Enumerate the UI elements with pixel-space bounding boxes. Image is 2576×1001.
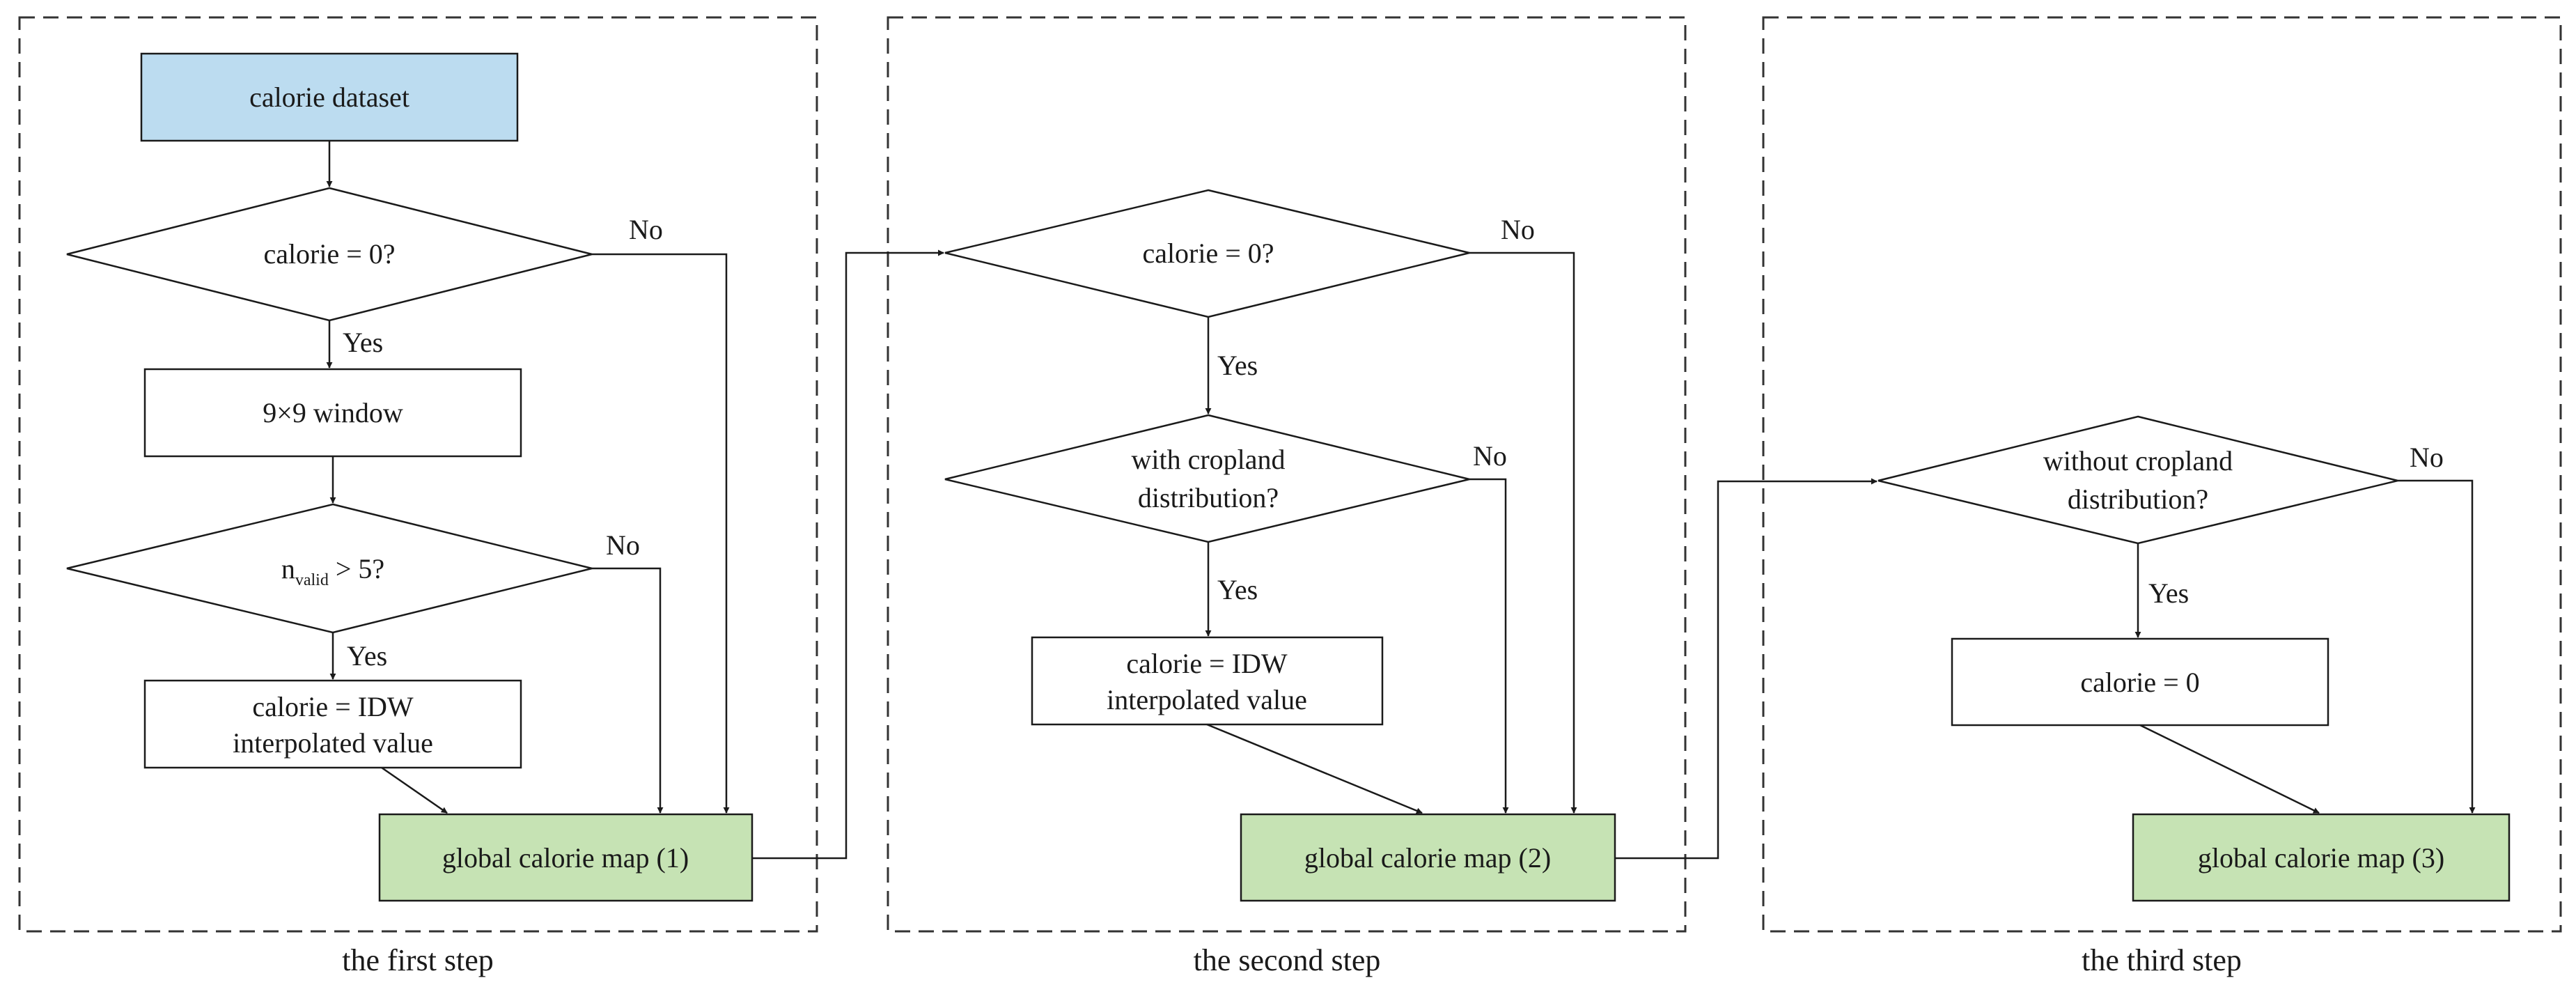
step1-zero-decision-label: calorie = 0? xyxy=(263,238,395,270)
step2-result-box xyxy=(1240,813,1616,902)
step1-frame xyxy=(18,16,818,933)
step2-edge-zero-no xyxy=(1469,251,1577,814)
step2-zero-decision-label: calorie = 0? xyxy=(1142,238,1274,269)
edge-step1-to-step2 xyxy=(752,249,944,860)
step1-edge-idw-to-result xyxy=(381,766,448,814)
step1-result-box xyxy=(378,813,754,902)
step1-nvalid-tail: > 5? xyxy=(329,553,384,584)
step1-no-label-2: No xyxy=(606,529,640,561)
step1-edge-zero-no xyxy=(592,253,730,814)
step3-crop-line1: without cropland xyxy=(2043,445,2233,476)
step3-caption: the third step xyxy=(2082,943,2242,977)
step1-window-label: 9×9 window xyxy=(263,397,403,428)
step2-idw-line2: interpolated value xyxy=(1107,684,1307,715)
step2-caption: the second step xyxy=(1194,943,1381,977)
step3-crop-line2: distribution? xyxy=(2068,483,2208,515)
step2-edge-idw-to-result xyxy=(1206,723,1423,814)
step1-idw-line1: calorie = IDW xyxy=(252,691,414,722)
step1-nvalid-main: n xyxy=(281,553,295,584)
step3-yes-label-1: Yes xyxy=(2148,577,2189,609)
step2-frame xyxy=(887,16,1687,933)
step3-no-label-1: No xyxy=(2410,442,2444,473)
step3-crop-decision xyxy=(1878,415,2398,545)
step1-edge-nvalid-no xyxy=(592,567,664,814)
step2-crop-line2: distribution? xyxy=(1138,482,1279,513)
step3-edge-crop-no xyxy=(2398,479,2476,814)
step1-idw-line2: interpolated value xyxy=(233,727,433,759)
step2-crop-decision xyxy=(944,414,1470,543)
step1-no-label-1: No xyxy=(629,214,663,245)
step2-no-label-1: No xyxy=(1501,214,1535,245)
step1-nvalid-decision-label: nvalid > 5? xyxy=(281,553,384,589)
step3-result-label: global calorie map (3) xyxy=(2198,842,2444,874)
step3-frame xyxy=(1762,16,2562,933)
step3-zero-box xyxy=(1951,637,2329,727)
step1-dataset-label: calorie dataset xyxy=(249,82,409,113)
step2-yes-label-2: Yes xyxy=(1217,574,1258,605)
edge-step2-to-step3 xyxy=(1615,478,1878,860)
step3-edge-zero-to-result xyxy=(2139,724,2320,814)
step2-idw-line1: calorie = IDW xyxy=(1126,648,1288,679)
step1-window-box xyxy=(143,368,522,458)
step2-crop-line1: with cropland xyxy=(1131,444,1285,475)
step3-zero-label: calorie = 0 xyxy=(2080,667,2199,698)
step2-result-label: global calorie map (2) xyxy=(1304,842,1551,874)
step2-no-label-2: No xyxy=(1473,440,1507,472)
step1-caption: the first step xyxy=(342,943,494,977)
step3-result-box xyxy=(2132,813,2511,902)
step2-yes-label-1: Yes xyxy=(1217,350,1258,381)
step1-result-label: global calorie map (1) xyxy=(442,842,689,874)
step1-yes-label-1: Yes xyxy=(343,327,383,358)
step1-idw-box xyxy=(143,679,522,769)
step1-nvalid-sub: valid xyxy=(295,571,329,589)
step2-edge-crop-no xyxy=(1469,478,1509,814)
step2-idw-box xyxy=(1031,636,1384,726)
step1-yes-label-2: Yes xyxy=(347,640,387,672)
